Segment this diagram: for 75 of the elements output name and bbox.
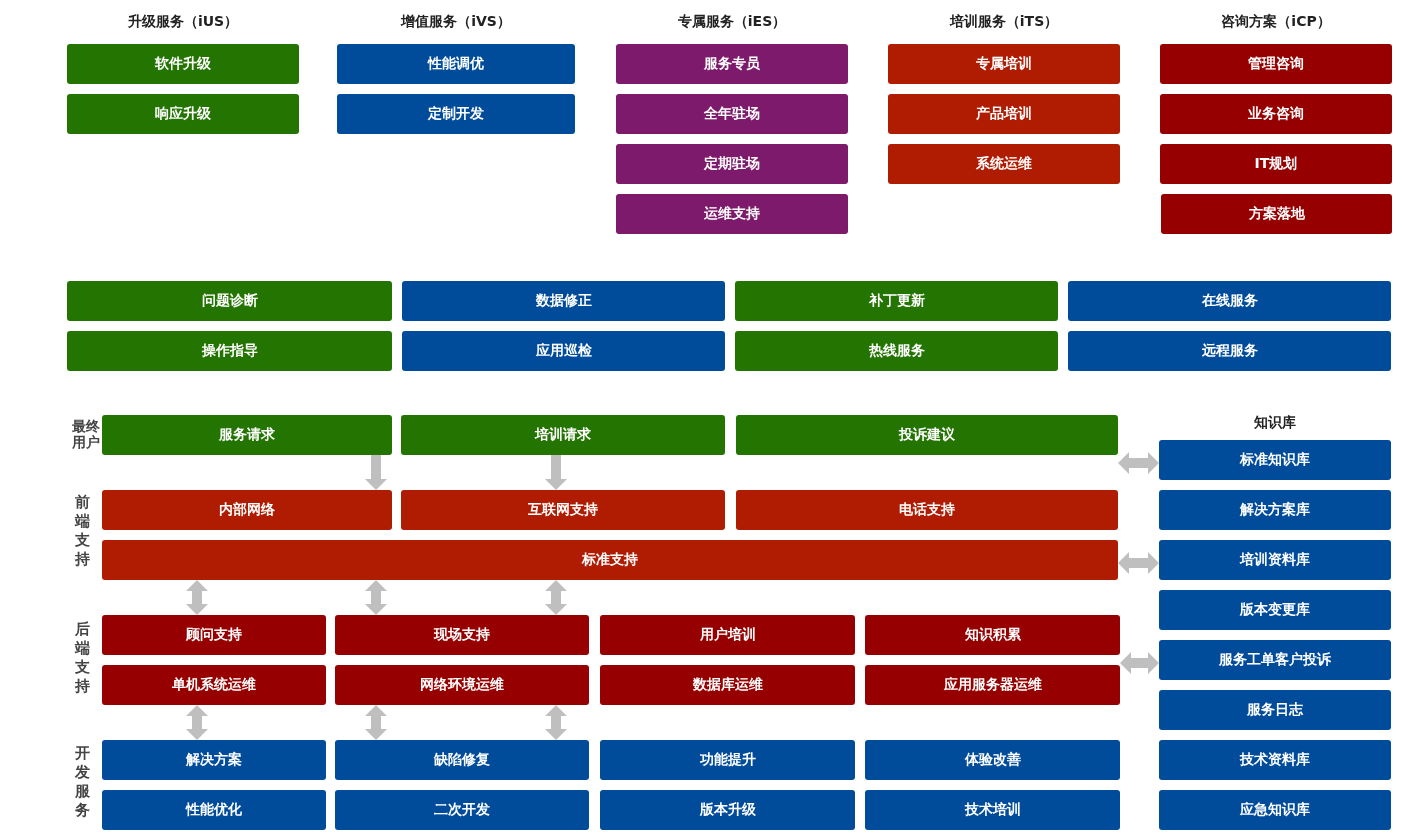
service-box: 技术培训	[865, 790, 1120, 830]
service-box: 技术资料库	[1159, 740, 1391, 780]
service-box: 功能提升	[600, 740, 855, 780]
service-box: 热线服务	[735, 331, 1058, 371]
service-box: IT规划	[1160, 144, 1392, 184]
service-box: 全年驻场	[616, 94, 848, 134]
service-box: 数据库运维	[600, 665, 855, 705]
service-box: 定制开发	[337, 94, 575, 134]
service-box: 版本升级	[600, 790, 855, 830]
service-box: 操作指导	[67, 331, 392, 371]
service-box: 数据修正	[402, 281, 725, 321]
service-box: 系统运维	[888, 144, 1120, 184]
service-box: 知识积累	[865, 615, 1120, 655]
arrow	[365, 455, 387, 490]
service-box: 网络环境运维	[335, 665, 589, 705]
row-label: 开发服务	[73, 744, 91, 820]
column-heading: 咨询方案（iCP）	[1220, 13, 1332, 31]
service-box: 专属培训	[888, 44, 1120, 84]
arrow	[365, 580, 387, 615]
service-box: 远程服务	[1068, 331, 1391, 371]
service-box: 标准支持	[102, 540, 1118, 580]
arrow	[1120, 652, 1159, 674]
column-heading: 知识库	[1253, 414, 1297, 432]
service-box: 顾问支持	[102, 615, 326, 655]
service-box: 响应升级	[67, 94, 299, 134]
service-box: 软件升级	[67, 44, 299, 84]
service-box: 版本变更库	[1159, 590, 1391, 630]
service-box: 运维支持	[616, 194, 848, 234]
service-box: 管理咨询	[1160, 44, 1392, 84]
service-box: 服务工单客户投诉	[1159, 640, 1391, 680]
service-box: 单机系统运维	[102, 665, 326, 705]
service-box: 应用巡检	[402, 331, 725, 371]
arrow	[365, 705, 387, 740]
row-label: 后端支持	[73, 620, 91, 696]
service-box: 标准知识库	[1159, 440, 1391, 480]
arrow	[545, 580, 567, 615]
service-box: 培训请求	[401, 415, 725, 455]
service-box: 现场支持	[335, 615, 589, 655]
service-box: 服务请求	[102, 415, 392, 455]
service-box: 服务专员	[616, 44, 848, 84]
service-box: 缺陷修复	[335, 740, 589, 780]
service-box: 解决方案库	[1159, 490, 1391, 530]
service-box: 服务日志	[1159, 690, 1391, 730]
service-box: 内部网络	[102, 490, 392, 530]
column-heading: 增值服务（iVS）	[399, 13, 512, 31]
service-box: 性能优化	[102, 790, 326, 830]
arrow	[186, 580, 208, 615]
arrow	[186, 705, 208, 740]
arrow	[1118, 452, 1159, 474]
service-box: 互联网支持	[401, 490, 725, 530]
service-box: 定期驻场	[616, 144, 848, 184]
service-box: 产品培训	[888, 94, 1120, 134]
service-box: 性能调优	[337, 44, 575, 84]
arrow	[1118, 552, 1159, 574]
service-box: 解决方案	[102, 740, 326, 780]
arrow	[545, 455, 567, 490]
service-box: 在线服务	[1068, 281, 1391, 321]
service-box: 电话支持	[736, 490, 1118, 530]
service-box: 培训资料库	[1159, 540, 1391, 580]
service-box: 投诉建议	[736, 415, 1118, 455]
service-box: 补丁更新	[735, 281, 1058, 321]
column-heading: 专属服务（iES）	[676, 13, 788, 31]
service-box: 问题诊断	[67, 281, 392, 321]
arrow	[545, 705, 567, 740]
service-box: 用户培训	[600, 615, 855, 655]
service-box: 二次开发	[335, 790, 589, 830]
service-box: 体验改善	[865, 740, 1120, 780]
service-box: 方案落地	[1161, 194, 1392, 234]
service-box: 应急知识库	[1159, 790, 1391, 830]
column-heading: 升级服务（iUS）	[126, 13, 240, 31]
row-label: 最终用户	[71, 418, 101, 450]
row-label: 前端支持	[73, 493, 91, 569]
service-box: 应用服务器运维	[865, 665, 1120, 705]
column-heading: 培训服务（iTS）	[948, 13, 1060, 31]
service-box: 业务咨询	[1160, 94, 1392, 134]
